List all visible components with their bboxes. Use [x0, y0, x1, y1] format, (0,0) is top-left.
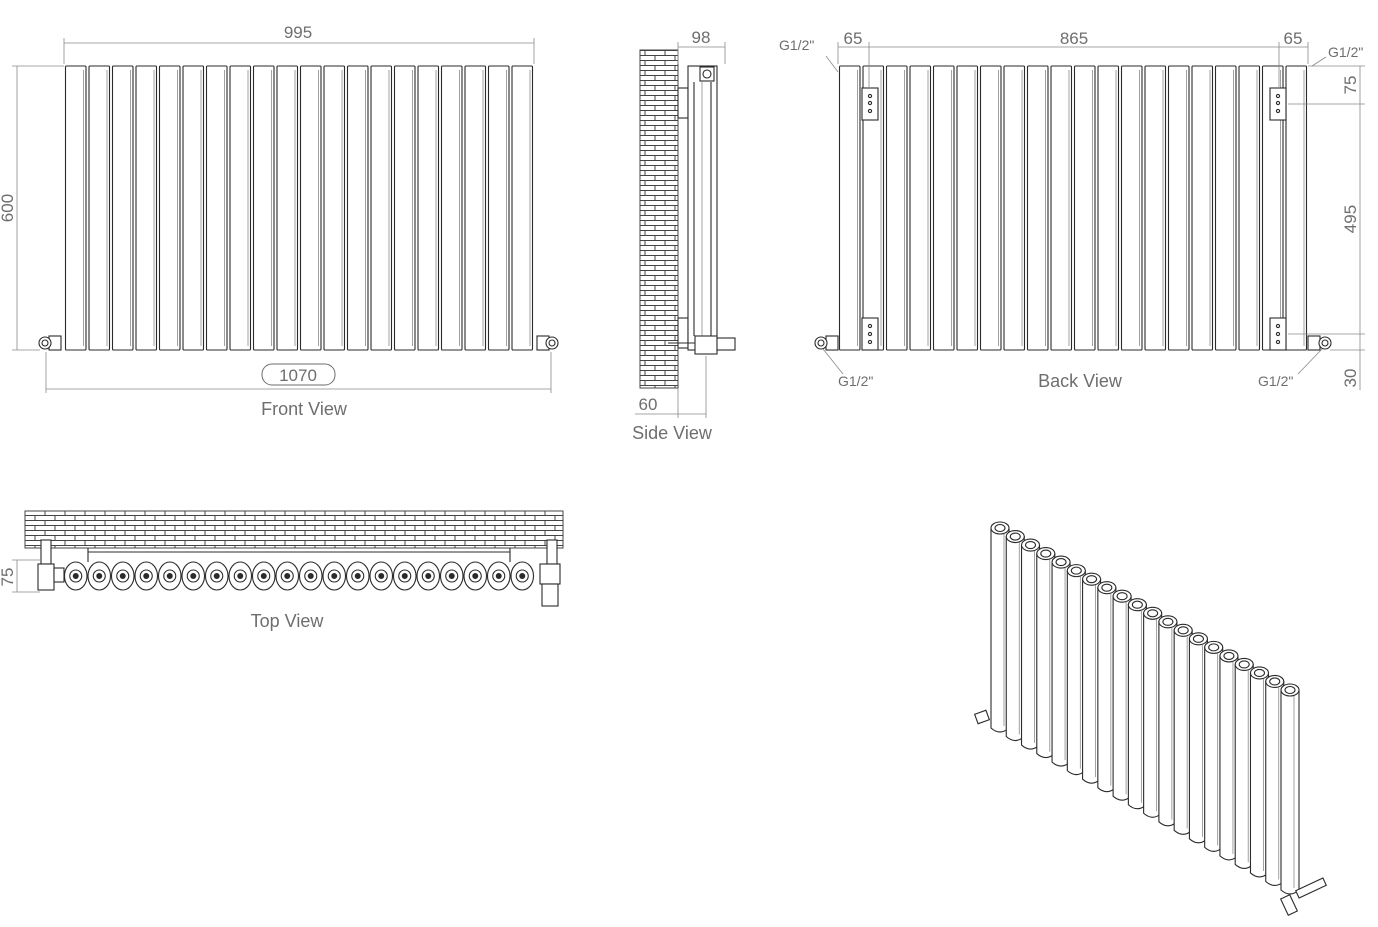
- back-right-valve: [1307, 335, 1332, 351]
- top-view-caption: Top View: [251, 611, 325, 631]
- radiator-column: [88, 65, 111, 351]
- radiator-column: [182, 65, 205, 351]
- back-radiator-columns: [838, 65, 1308, 351]
- radiator-column: [487, 65, 510, 351]
- top-left-valve: [37, 539, 65, 591]
- radiator-column: [111, 65, 134, 351]
- radiator-column: [299, 65, 322, 351]
- back-left-valve: [814, 335, 839, 351]
- radiator-column: [932, 65, 955, 351]
- side-valve: [694, 335, 718, 355]
- radiator-column: [511, 65, 534, 351]
- radiator-column: [417, 65, 440, 351]
- dim-back-bracket-bottom: 30: [1341, 369, 1360, 388]
- front-right-valve: [536, 335, 559, 351]
- radiator-column: [838, 65, 861, 351]
- radiator-column: [1073, 65, 1096, 351]
- dim-front-height: 600: [0, 194, 17, 222]
- radiator-column: [1214, 65, 1237, 351]
- front-radiator-columns: [64, 65, 534, 351]
- top-radiator-columns: [63, 561, 535, 591]
- radiator-column: [1144, 65, 1167, 351]
- iso-column: [1280, 689, 1300, 895]
- radiator-column: [464, 65, 487, 351]
- back-bracket-bottom-left: [861, 317, 879, 351]
- wall-brick: [639, 49, 679, 389]
- radiator-column: [64, 65, 87, 351]
- back-view-caption: Back View: [1038, 371, 1123, 391]
- iso-left-valve: [973, 709, 991, 725]
- radiator-column: [885, 65, 908, 351]
- back-bracket-bottom-right: [1269, 317, 1287, 351]
- radiator-column: [979, 65, 1002, 351]
- conn-label-bottom-right: G1/2": [1258, 373, 1293, 389]
- front-view-caption: Front View: [261, 399, 348, 419]
- radiator-column: [346, 65, 369, 351]
- side-radiator-body: [687, 65, 718, 351]
- radiator-column: [370, 65, 393, 351]
- back-view: 65 865 65 75 495 30 G1/2" G1/2" G1/2" G1…: [779, 29, 1365, 391]
- radiator-column: [1050, 65, 1073, 351]
- dim-top-depth: 75: [0, 568, 17, 587]
- radiator-column: [1167, 65, 1190, 351]
- radiator-column: [205, 65, 228, 351]
- radiator-column: [956, 65, 979, 351]
- dim-back-centres: 865: [1060, 29, 1088, 48]
- dim-back-edge-left: 65: [844, 29, 863, 48]
- side-top-bracket: [677, 87, 689, 119]
- radiator-column: [229, 65, 252, 351]
- radiator-column: [323, 65, 346, 351]
- conn-label-top-right: G1/2": [1328, 44, 1363, 60]
- dim-front-width: 995: [284, 23, 312, 42]
- side-view-caption: Side View: [632, 423, 713, 443]
- side-view: 98 60 Side View: [632, 28, 736, 443]
- radiator-column: [135, 65, 158, 351]
- dim-back-bracket-top: 75: [1341, 76, 1360, 95]
- top-view: 75 Top View: [0, 510, 564, 631]
- conn-label-bottom-left: G1/2": [838, 373, 873, 389]
- dim-side-wall-gap: 60: [639, 395, 658, 414]
- top-right-valve: [539, 539, 561, 607]
- radiator-column: [1003, 65, 1026, 351]
- front-left-valve: [38, 335, 62, 351]
- dim-back-edge-right: 65: [1284, 29, 1303, 48]
- dim-back-bracket-spacing: 495: [1341, 205, 1360, 233]
- radiator-column: [1191, 65, 1214, 351]
- radiator-column: [252, 65, 275, 351]
- radiator-column: [1285, 65, 1308, 351]
- iso-right-valve: [1279, 877, 1328, 917]
- dim-box: [261, 363, 336, 386]
- isometric-view: [973, 521, 1328, 917]
- front-view: 995 600 1070 Front View: [0, 23, 559, 419]
- radiator-column: [1026, 65, 1049, 351]
- radiator-column: [158, 65, 181, 351]
- radiator-column: [909, 65, 932, 351]
- radiator-column: [276, 65, 299, 351]
- radiator-column: [1120, 65, 1143, 351]
- iso-radiator-columns: [990, 521, 1300, 895]
- back-bracket-top-left: [861, 87, 879, 121]
- radiator-column: [393, 65, 416, 351]
- dim-side-depth: 98: [692, 28, 711, 47]
- top-wall-brick: [24, 510, 564, 549]
- dim-front-valve-width: 1070: [279, 366, 317, 385]
- radiator-column: [1238, 65, 1261, 351]
- radiator-column: [1097, 65, 1120, 351]
- back-bracket-top-right: [1269, 87, 1287, 121]
- conn-label-top-left: G1/2": [779, 37, 814, 53]
- radiator-column: [440, 65, 463, 351]
